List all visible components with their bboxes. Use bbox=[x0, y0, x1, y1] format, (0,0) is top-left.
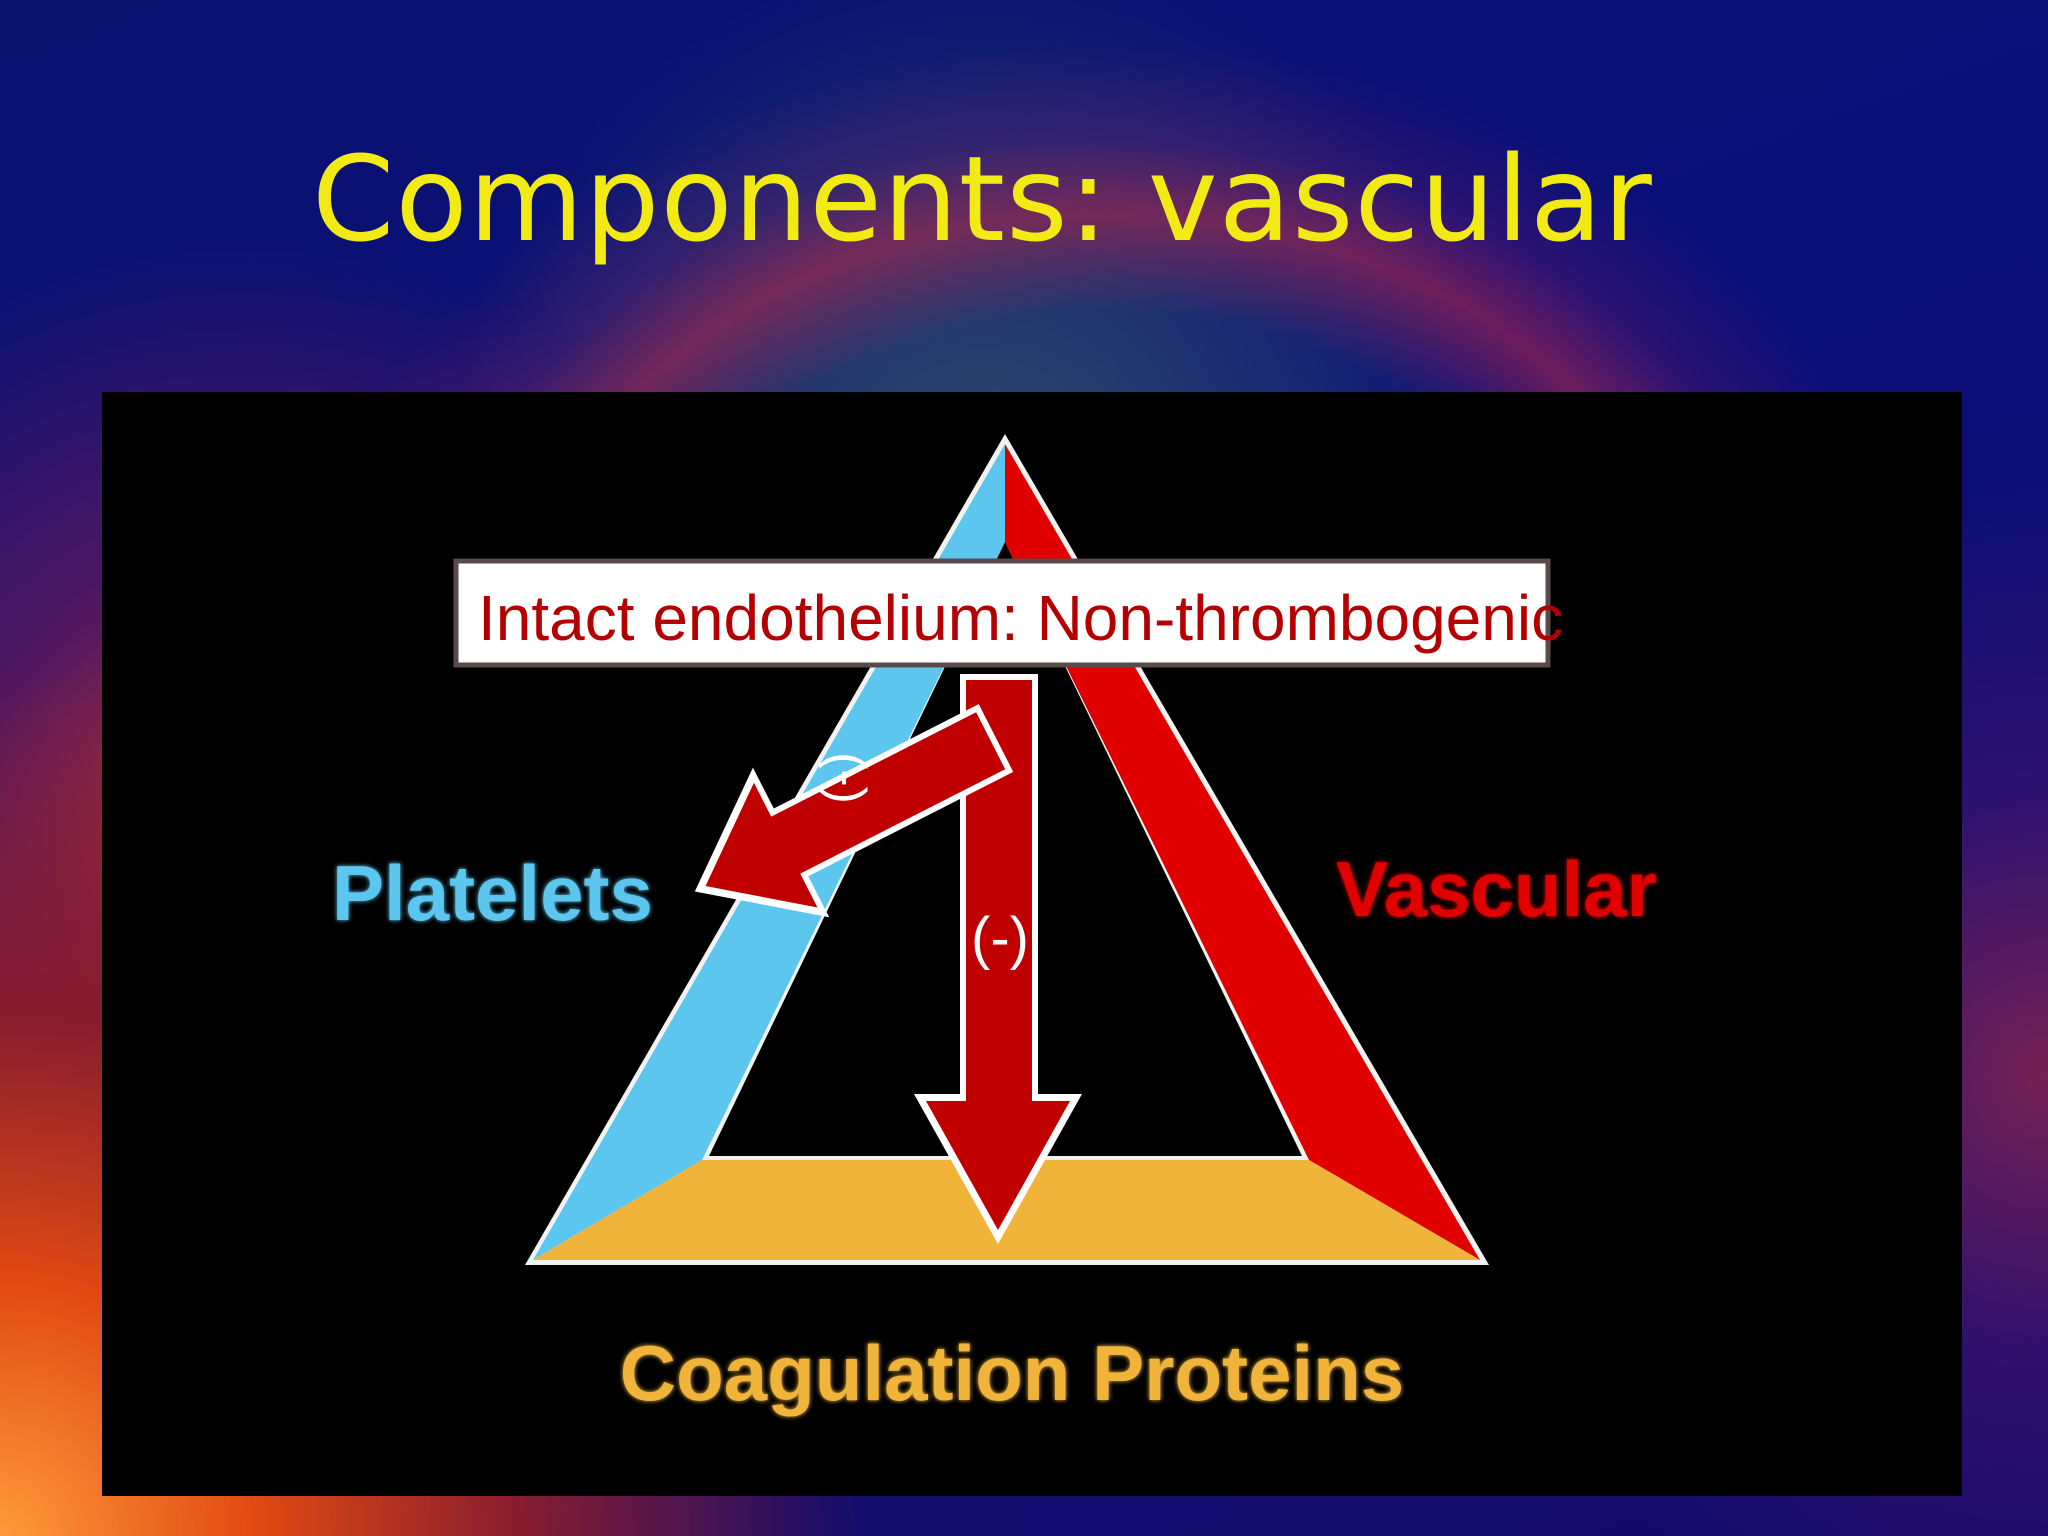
diagram-panel: (-) (-) Intact endothelium: Non-thrombog… bbox=[102, 392, 1962, 1496]
coagulation-label: Coagulation Proteins bbox=[620, 1329, 1404, 1417]
platelets-label: Platelets bbox=[332, 849, 653, 937]
callout-box bbox=[453, 558, 1551, 668]
vertical-arrow bbox=[926, 680, 1070, 1230]
diagonal-arrow-mark: (-) bbox=[818, 752, 876, 804]
callout-text: Intact endothelium: Non-thrombogenic bbox=[478, 582, 1563, 654]
diagonal-arrow-group bbox=[694, 704, 1014, 918]
slide-title: Components: vascular bbox=[312, 130, 1653, 268]
vascular-label: Vascular bbox=[1336, 845, 1657, 933]
vertical-arrow-mark: (-) bbox=[971, 906, 1029, 971]
coagulation-triangle-diagram: (-) (-) Intact endothelium: Non-thrombog… bbox=[332, 434, 1657, 1417]
diagonal-arrow bbox=[705, 712, 1006, 908]
